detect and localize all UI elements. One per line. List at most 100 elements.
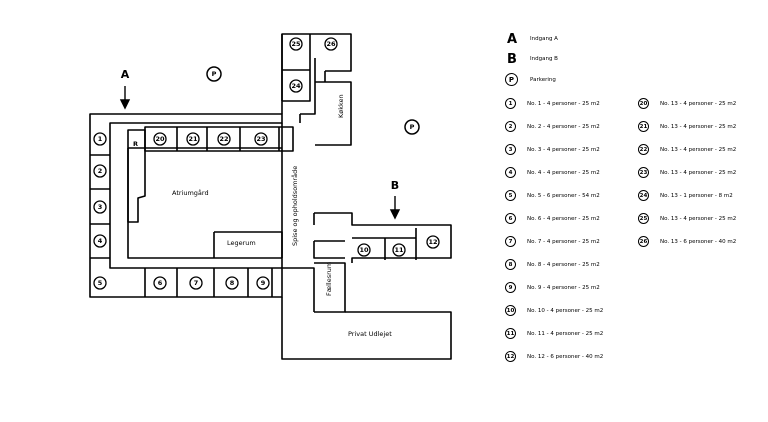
svg-text:5: 5 <box>98 279 103 287</box>
room-5-marker: 5 <box>93 276 107 290</box>
room-11-marker: 11 <box>392 243 406 257</box>
spise-label: Spise og opholdsområde <box>290 166 299 246</box>
svg-text:8: 8 <box>230 279 235 287</box>
room-26-marker: 26 <box>324 37 338 51</box>
room-22-marker: 22 <box>217 132 231 146</box>
room-number-icon: 9 <box>505 282 516 293</box>
entrance-arrows <box>119 86 401 220</box>
atrium-outline <box>127 147 282 259</box>
room-8-marker: 8 <box>225 276 239 290</box>
legend-room-text: No. 13 - 4 personer - 25 m2 <box>660 215 737 222</box>
legend-room-25: 25 No. 13 - 4 personer - 25 m2 <box>638 213 736 224</box>
room-number-icon: 12 <box>505 351 516 362</box>
svg-text:21: 21 <box>188 135 198 143</box>
legend-room-20: 20 No. 13 - 4 personer - 25 m2 <box>638 98 736 109</box>
legend-room-23: 23 No. 13 - 4 personer - 25 m2 <box>638 167 736 178</box>
room-number-icon: 20 <box>638 98 649 109</box>
legend-room-9: 9 No. 9 - 4 personer - 25 m2 <box>505 282 600 293</box>
legend-room-text: No. 13 - 6 personer - 40 m2 <box>660 238 737 245</box>
legend-entrance-a-text: Indgang A <box>530 36 558 42</box>
room-number-icon: 10 <box>505 305 516 316</box>
parking-mark-2: P <box>404 119 420 135</box>
room-1-marker: 1 <box>93 132 107 146</box>
legend-room-10: 10 No. 10 - 4 personer - 25 m2 <box>505 305 603 316</box>
legend-room-4: 4 No. 4 - 4 personer - 25 m2 <box>505 167 600 178</box>
legend-room-text: No. 8 - 4 personer - 25 m2 <box>527 261 600 268</box>
room-number-icon: 25 <box>638 213 649 224</box>
svg-text:24: 24 <box>291 82 301 90</box>
room-9-marker: 9 <box>256 276 270 290</box>
svg-text:23: 23 <box>256 135 265 143</box>
room-6-marker: 6 <box>153 276 167 290</box>
room-number-icon: 2 <box>505 121 516 132</box>
svg-text:1: 1 <box>98 135 103 143</box>
privat-label: Privat Udlejet <box>348 330 392 338</box>
rooms-24-26 <box>281 34 311 102</box>
letter-b-icon: B <box>507 51 517 67</box>
legend-room-3: 3 No. 3 - 4 personer - 25 m2 <box>505 144 600 155</box>
legend-room-text: No. 4 - 4 personer - 25 m2 <box>527 169 600 176</box>
faelles-outline <box>314 262 346 313</box>
room-10-marker: 10 <box>357 243 371 257</box>
room-number-icon: 7 <box>505 236 516 247</box>
room-4-marker: 4 <box>93 234 107 248</box>
room-12-marker: 12 <box>426 235 440 249</box>
svg-text:10: 10 <box>359 246 369 254</box>
room-number-icon: 11 <box>505 328 516 339</box>
faelles-label: Fællesrum <box>325 262 333 296</box>
r-label: R <box>133 140 138 148</box>
legend-room-text: No. 5 - 6 personer - 54 m2 <box>527 192 600 199</box>
legend-room-26: 26 No. 13 - 6 personer - 40 m2 <box>638 236 736 247</box>
letter-a-icon: A <box>506 31 518 47</box>
legend-room-text: No. 12 - 6 personer - 40 m2 <box>527 353 604 360</box>
legend-room-text: No. 3 - 4 personer - 25 m2 <box>527 146 600 153</box>
kokken-label: Køkken <box>337 94 345 118</box>
legend-entrance-b-text: Indgang B <box>530 56 558 62</box>
legend-parking-text: Parkering <box>530 76 556 83</box>
svg-text:P: P <box>212 70 217 78</box>
svg-text:22: 22 <box>219 135 228 143</box>
room-number-icon: 3 <box>505 144 516 155</box>
room-number-icon: 23 <box>638 167 649 178</box>
svg-text:7: 7 <box>194 279 199 287</box>
parking-mark-1: P <box>206 66 222 82</box>
svg-text:20: 20 <box>155 135 165 143</box>
room-number-icon: 26 <box>638 236 649 247</box>
rooms-10-12 <box>352 228 417 260</box>
parking-icon: P <box>505 73 518 86</box>
legend-room-text: No. 13 - 4 personer - 25 m2 <box>660 169 737 176</box>
room-number-icon: 4 <box>505 167 516 178</box>
room-3-marker: 3 <box>93 200 107 214</box>
legend-room-5: 5 No. 5 - 6 personer - 54 m2 <box>505 190 600 201</box>
svg-text:P: P <box>410 123 415 131</box>
svg-text:9: 9 <box>261 279 266 287</box>
legend-room-2: 2 No. 2 - 4 personer - 25 m2 <box>505 121 600 132</box>
room-number-icon: 5 <box>505 190 516 201</box>
legend-room-text: No. 10 - 4 personer - 25 m2 <box>527 307 604 314</box>
entrance-b-mark: B <box>391 179 399 192</box>
svg-text:11: 11 <box>394 246 404 254</box>
legend-room-text: No. 13 - 4 personer - 25 m2 <box>660 100 737 107</box>
room-25-marker: 25 <box>289 37 303 51</box>
atrium-label: Atriumgård <box>172 188 209 197</box>
legend-room-text: No. 9 - 4 personer - 25 m2 <box>527 284 600 291</box>
legend-room-7: 7 No. 7 - 4 personer - 25 m2 <box>505 236 600 247</box>
legend-room-text: No. 13 - 4 personer - 25 m2 <box>660 123 737 130</box>
svg-text:26: 26 <box>326 40 336 48</box>
right-corridor <box>313 212 452 263</box>
svg-text:12: 12 <box>428 238 437 246</box>
top-row-rooms <box>144 126 294 152</box>
legend-room-text: No. 2 - 4 personer - 25 m2 <box>527 123 600 130</box>
room-number-icon: 6 <box>505 213 516 224</box>
room-number-icon: 24 <box>638 190 649 201</box>
room-2-marker: 2 <box>93 164 107 178</box>
legend-room-12: 12 No. 12 - 6 personer - 40 m2 <box>505 351 603 362</box>
legend-room-text: No. 7 - 4 personer - 25 m2 <box>527 238 600 245</box>
legend-room-text: No. 13 - 1 personer - 8 m2 <box>660 192 733 199</box>
